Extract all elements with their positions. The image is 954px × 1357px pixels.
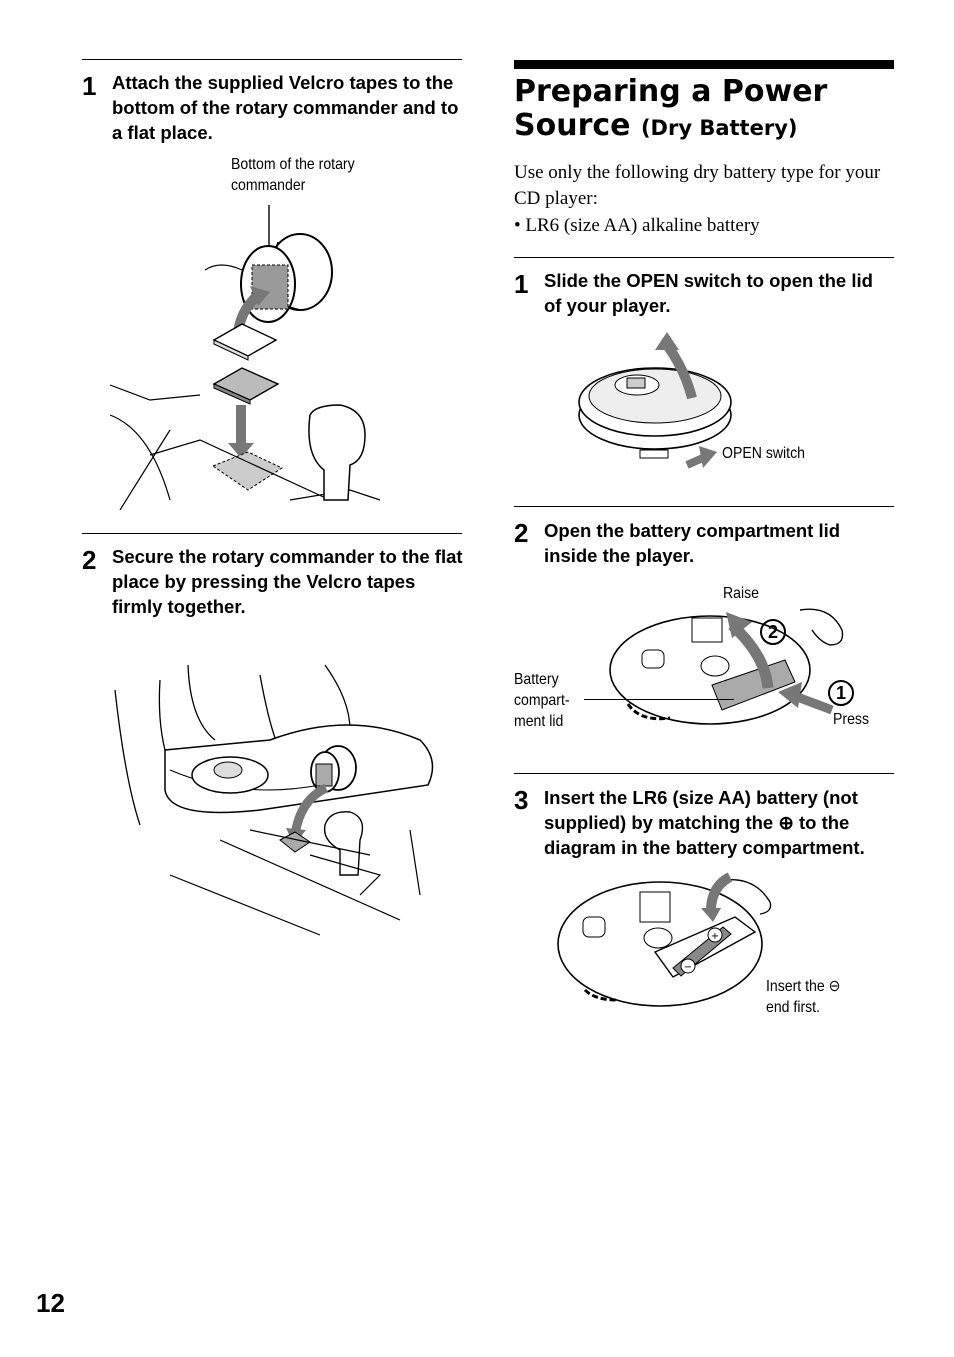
cd-player-open-illustration bbox=[578, 332, 732, 469]
car-console-illustration bbox=[114, 664, 434, 936]
open-switch-caption: OPEN switch bbox=[722, 445, 805, 462]
left-step1-number: 1 bbox=[82, 71, 97, 101]
section-title-line2: Source (Dry Battery) bbox=[514, 108, 797, 146]
right-step1-rule bbox=[514, 257, 894, 258]
section-title-sub: (Dry Battery) bbox=[640, 116, 798, 140]
left-step1-text: Attach the supplied Velcro tapes to the … bbox=[112, 72, 459, 143]
callout-1: 1 bbox=[828, 680, 854, 706]
callout-2-label: 2 bbox=[767, 622, 778, 642]
callout-1-label: 1 bbox=[835, 683, 846, 703]
svg-text:+: + bbox=[711, 931, 719, 942]
battery-lid-caption-1: Battery bbox=[514, 671, 559, 688]
right-step1-text: Slide the OPEN switch to open the lid of… bbox=[544, 270, 873, 316]
left-step1-rule bbox=[82, 59, 462, 60]
left-step1-caption-line2: commander bbox=[231, 177, 306, 194]
page-number: 12 bbox=[36, 1288, 65, 1318]
insert-caption-line1: Insert the ⊖ bbox=[766, 978, 841, 995]
callout-2: 2 bbox=[760, 619, 786, 645]
left-step2-text: Secure the rotary commander to the flat … bbox=[112, 546, 463, 617]
intro-text: Use only the following dry battery type … bbox=[514, 162, 881, 209]
right-step2-number: 2 bbox=[514, 518, 529, 548]
section-title-line1: Preparing a Power bbox=[514, 74, 828, 109]
right-step2-rule bbox=[514, 506, 894, 507]
right-step2-text: Open the battery compartment lid inside … bbox=[544, 520, 841, 566]
left-step2-rule bbox=[82, 533, 462, 534]
right-step3-text: Insert the LR6 (size AA) battery (not su… bbox=[544, 787, 865, 858]
right-step3-rule bbox=[514, 773, 894, 774]
section-title-bar bbox=[514, 60, 894, 69]
raise-caption: Raise bbox=[723, 585, 759, 602]
press-caption: Press bbox=[833, 711, 869, 728]
right-step1-number: 1 bbox=[514, 269, 529, 299]
left-step1-caption-line1: Bottom of the rotary bbox=[231, 156, 355, 173]
right-step3-number: 3 bbox=[514, 785, 529, 815]
insert-caption-line2: end first. bbox=[766, 999, 820, 1016]
battery-lid-leader bbox=[584, 699, 734, 700]
battery-lid-caption-2: compart- bbox=[514, 692, 570, 709]
velcro-attach-illustration bbox=[109, 205, 381, 511]
battery-lid-illustration bbox=[609, 608, 844, 725]
section-title-source: Source bbox=[514, 108, 631, 143]
battery-lid-caption-3: ment lid bbox=[514, 713, 564, 730]
battery-bullet: • LR6 (size AA) alkaline battery bbox=[514, 215, 760, 236]
left-step2-number: 2 bbox=[82, 545, 97, 575]
battery-insert-illustration: + − bbox=[557, 872, 772, 1007]
svg-text:−: − bbox=[684, 962, 692, 973]
